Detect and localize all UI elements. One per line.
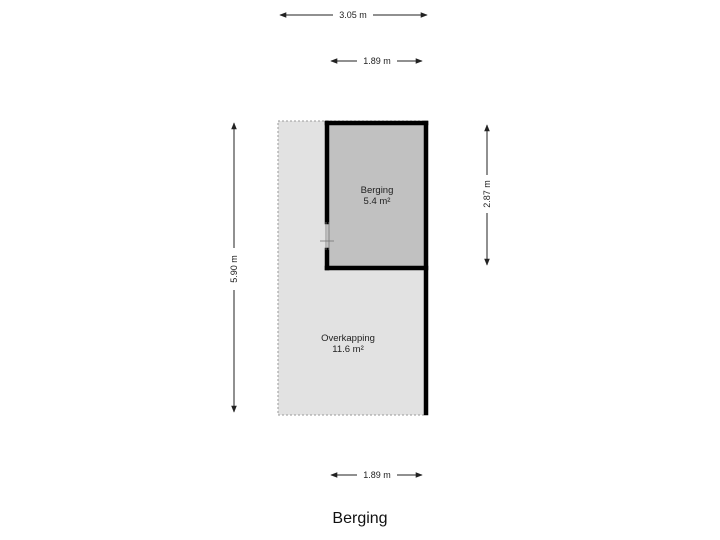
room-area: 5.4 m² xyxy=(364,196,391,207)
berging-room xyxy=(327,121,426,269)
room-name: Berging xyxy=(361,185,394,196)
room-label-berging: Berging 5.4 m² xyxy=(361,185,394,207)
dimension-left: 5.90 m xyxy=(229,122,239,413)
dimension-right: 2.87 m xyxy=(482,124,492,266)
dimension-top-inner-label: 1.89 m xyxy=(363,56,391,66)
door-opening xyxy=(320,222,334,250)
dimension-right-label: 2.87 m xyxy=(482,180,492,208)
dimension-bottom: 1.89 m xyxy=(330,470,423,480)
walls xyxy=(324,120,429,416)
room-area: 11.6 m² xyxy=(332,344,364,355)
room-label-overkapping: Overkapping 11.6 m² xyxy=(321,333,375,355)
room-name: Overkapping xyxy=(321,333,375,344)
dimension-top-total: 3.05 m xyxy=(279,10,428,20)
plan-title: Berging xyxy=(332,510,388,527)
dimension-bottom-label: 1.89 m xyxy=(363,470,391,480)
dimension-left-label: 5.90 m xyxy=(229,255,239,283)
dimension-top-total-label: 3.05 m xyxy=(339,10,367,20)
dimension-top-inner: 1.89 m xyxy=(330,56,423,66)
